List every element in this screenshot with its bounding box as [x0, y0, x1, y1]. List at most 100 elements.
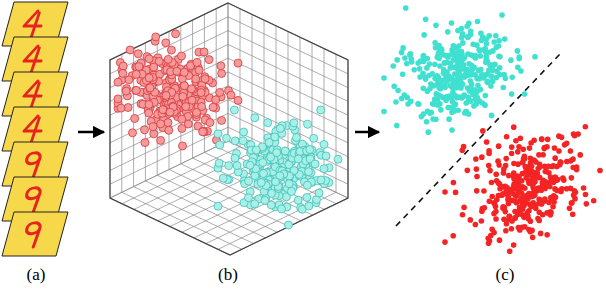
- red-point: [568, 186, 574, 192]
- cyan-point: [449, 20, 455, 26]
- red-point: [451, 180, 457, 186]
- digit-card: [2, 212, 68, 256]
- cyan-point: [416, 102, 422, 108]
- red-point: [526, 208, 532, 214]
- cyan-point: [285, 221, 293, 229]
- cyan-point: [402, 92, 408, 98]
- cyan-point: [469, 68, 475, 74]
- handwritten-digit: [22, 223, 41, 247]
- red-point: [494, 197, 500, 203]
- cyan-point: [515, 48, 521, 54]
- red-point: [146, 84, 154, 92]
- cyan-point: [252, 146, 260, 154]
- red-point: [150, 63, 158, 71]
- cyan-point: [488, 73, 494, 79]
- red-point: [509, 144, 515, 150]
- grid-line: [110, 72, 228, 129]
- red-point: [520, 207, 526, 213]
- red-point: [489, 194, 495, 200]
- red-point: [526, 191, 532, 197]
- red-point: [234, 59, 242, 67]
- cyan-point: [494, 75, 500, 81]
- red-point: [164, 55, 172, 63]
- cyan-point: [445, 29, 451, 35]
- red-point: [460, 212, 466, 218]
- cyan-point: [240, 128, 248, 136]
- cyan-point: [491, 39, 497, 45]
- cyan-point: [499, 12, 505, 18]
- cyan-point: [450, 57, 456, 63]
- cyan-point: [417, 74, 423, 80]
- red-point: [512, 215, 518, 221]
- red-point: [117, 104, 125, 112]
- cyan-point: [408, 56, 414, 62]
- red-point: [569, 200, 575, 206]
- cyan-point: [399, 50, 405, 56]
- red-point: [114, 78, 122, 86]
- cyan-point: [285, 180, 293, 188]
- cyan-point: [475, 19, 481, 25]
- cyan-point: [417, 66, 423, 72]
- red-point: [516, 225, 522, 231]
- cyan-point: [293, 133, 301, 141]
- red-point: [530, 185, 536, 191]
- red-point: [122, 87, 130, 95]
- red-point: [583, 124, 589, 130]
- red-point: [172, 30, 180, 38]
- red-point: [125, 76, 133, 84]
- red-point: [544, 232, 550, 238]
- grid-line: [134, 187, 254, 244]
- cyan-point: [516, 54, 522, 60]
- cyan-point: [508, 57, 514, 63]
- cyan-point: [317, 106, 325, 114]
- cyan-point: [259, 158, 267, 166]
- cyan-point: [455, 82, 461, 88]
- red-point: [495, 158, 501, 164]
- red-point: [532, 202, 538, 208]
- cyan-point: [509, 74, 515, 80]
- cyan-point: [433, 22, 439, 28]
- cyan-point: [233, 162, 241, 170]
- red-point: [482, 205, 488, 211]
- red-point: [597, 168, 603, 174]
- red-point: [536, 197, 542, 203]
- red-point: [473, 156, 479, 162]
- red-point: [205, 56, 213, 64]
- red-point: [486, 241, 492, 247]
- cyan-point: [415, 60, 421, 66]
- red-point: [442, 239, 448, 245]
- cyan-point: [488, 83, 494, 89]
- red-point: [503, 228, 509, 234]
- cyan-point: [381, 75, 387, 81]
- red-point: [180, 82, 188, 90]
- red-point: [557, 159, 563, 165]
- red-point: [114, 95, 122, 103]
- red-point: [532, 192, 538, 198]
- cyan-point: [449, 51, 455, 57]
- cyan-point: [472, 53, 478, 59]
- red-point: [216, 88, 224, 96]
- cyan-point: [450, 90, 456, 96]
- cyan-point: [532, 54, 538, 60]
- cyan-point: [431, 83, 437, 89]
- cyan-point: [448, 83, 454, 89]
- red-point: [188, 96, 196, 104]
- cyan-point: [462, 110, 468, 116]
- red-point: [530, 235, 536, 241]
- red-point: [518, 195, 524, 201]
- cyan-point: [471, 103, 477, 109]
- red-point: [525, 171, 531, 177]
- red-point: [507, 213, 513, 219]
- red-point: [552, 155, 558, 161]
- red-point: [157, 120, 165, 128]
- cyan-point: [465, 34, 471, 40]
- red-point: [480, 128, 486, 134]
- cyan-point: [400, 71, 406, 77]
- handwritten-digit: [21, 46, 44, 72]
- cyan-point: [411, 67, 417, 73]
- cyan-point: [315, 189, 323, 197]
- red-point: [497, 237, 503, 243]
- red-point: [526, 216, 532, 222]
- red-point: [500, 191, 506, 197]
